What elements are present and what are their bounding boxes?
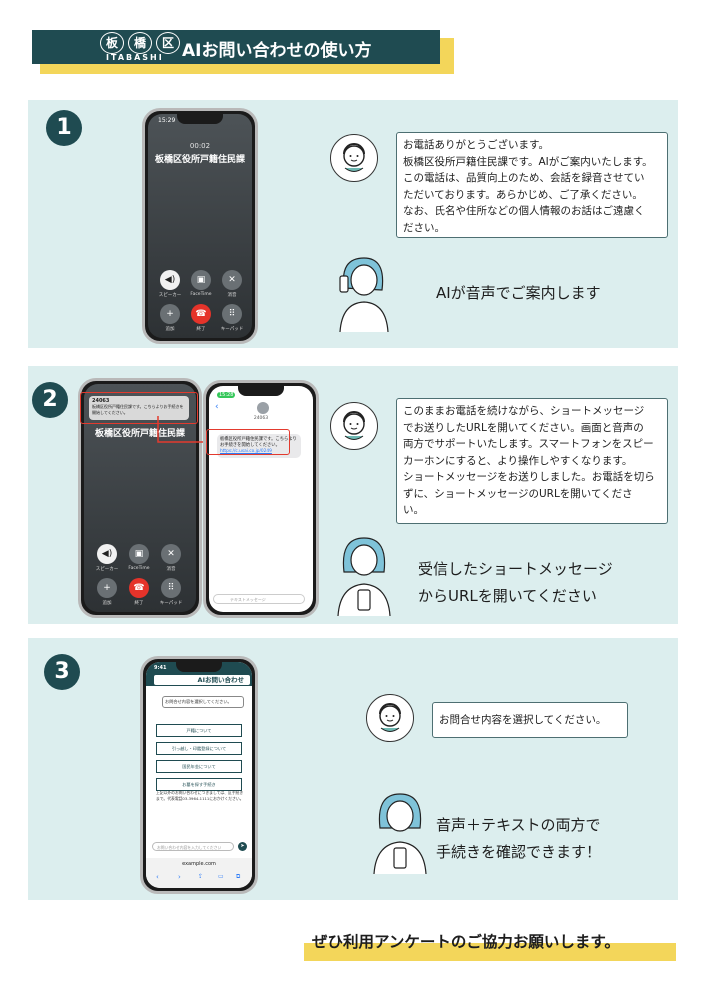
mute-icon[interactable]: ✕ <box>161 544 181 564</box>
end-call-icon[interactable]: ☎ <box>129 578 149 598</box>
facetime-icon[interactable]: ▣ <box>129 544 149 564</box>
option-button[interactable]: お墓を探す手続き <box>156 778 242 791</box>
chat-input[interactable]: お問い合わせ内容を入力してください <box>152 842 234 851</box>
tabs-icon[interactable]: ⧉ <box>236 873 241 880</box>
step-2-caption: 受信したショートメッセージからURLを開いてください <box>418 560 613 605</box>
call-screen: 15:29 00:02 板橋区役所戸籍住民課 ◀) ▣ ✕ スピーカー Face… <box>148 114 252 338</box>
step-3-ai-message: お問合せ内容を選択してください。 <box>432 702 628 738</box>
option-button[interactable]: 戸籍について <box>156 724 242 737</box>
step-3-caption: 音声＋テキストの両方で手続きを確認できます！ <box>436 816 602 861</box>
mute-icon[interactable]: ✕ <box>222 270 242 290</box>
step-3-section <box>28 638 678 900</box>
facetime-icon[interactable]: ▣ <box>191 270 211 290</box>
speaker-icon[interactable]: ◀) <box>160 270 180 290</box>
highlight-connector <box>157 416 208 443</box>
woman-holding-phone-icon <box>366 786 436 874</box>
step-1-caption: AIが音声でご案内します <box>436 284 601 302</box>
note-text: 上記以外のお問い合わせにつきましては、区手続きまで。代表電話03-3964-11… <box>156 790 244 801</box>
footer-accent <box>304 943 676 961</box>
step-1-call-phone: 15:29 00:02 板橋区役所戸籍住民課 ◀) ▣ ✕ スピーカー Face… <box>142 108 258 344</box>
send-icon[interactable]: ➤ <box>238 842 247 851</box>
step-2-call-phone: 24063 板橋区役所戸籍住民課です。こちらよりお手続きを開始してください。 板… <box>78 378 202 618</box>
share-icon[interactable]: ⇪ <box>198 873 204 880</box>
step-3-web-phone: 9:41 AIお問い合わせ お問合せ内容を選択してください。 戸籍について 引っ… <box>140 656 258 894</box>
app-title: AIお問い合わせ <box>154 675 250 685</box>
caller-name: 板橋区役所戸籍住民課 <box>154 155 245 165</box>
add-call-icon[interactable]: + <box>160 304 180 324</box>
itabashi-logo: 板 橋 区 ITABASHI <box>44 32 180 62</box>
operator-avatar-icon <box>330 134 378 182</box>
sms-highlight <box>206 429 290 455</box>
step-1-ai-message: お電話ありがとうございます。板橋区役所戸籍住民課です。AIがご案内いたします。こ… <box>396 132 668 238</box>
option-button[interactable]: 国民年金について <box>156 760 242 773</box>
bookmarks-icon[interactable]: ▭ <box>218 873 224 880</box>
step-2-ai-message: このままお電話を続けながら、ショートメッセージでお送りしたURLを開いてください… <box>396 398 668 524</box>
survey-request: ぜひ利用アンケートのご協力お願いします。 <box>312 933 620 951</box>
step-3-number: 3 <box>44 654 80 690</box>
woman-holding-phone-icon <box>328 530 398 616</box>
page-title: AIお問い合わせの使い方 <box>182 41 372 61</box>
speaker-icon[interactable]: ◀) <box>97 544 117 564</box>
back-icon[interactable]: ‹ <box>215 402 219 412</box>
sms-notification[interactable]: 24063 板橋区役所戸籍住民課です。こちらよりお手続きを開始してください。 <box>89 396 189 420</box>
operator-avatar-icon <box>366 694 414 742</box>
url-bar[interactable]: example.com <box>182 861 216 867</box>
browser-forward-icon[interactable]: › <box>178 873 181 881</box>
step-1-number: 1 <box>46 110 82 146</box>
sms-link[interactable]: https://c.usai.co.jp/0249 <box>220 449 272 454</box>
browser-back-icon[interactable]: ‹ <box>156 873 159 881</box>
end-call-icon[interactable]: ☎ <box>191 304 211 324</box>
notification-highlight <box>80 392 198 424</box>
step-2-sms-phone: 15:28 ‹ 24063 板橋区役所戸籍住民課です。こちらよりお手続きを開始し… <box>203 380 319 618</box>
contact-avatar <box>257 402 269 414</box>
bot-prompt: お問合せ内容を選択してください。 <box>162 696 244 708</box>
keypad-icon[interactable]: ⠿ <box>161 578 181 598</box>
operator-avatar-icon <box>330 402 378 450</box>
add-call-icon[interactable]: + <box>97 578 117 598</box>
option-button[interactable]: 引っ越し・印鑑登録について <box>156 742 242 755</box>
message-input[interactable]: テキストメッセージ <box>213 594 305 604</box>
woman-on-phone-icon <box>326 248 396 332</box>
keypad-icon[interactable]: ⠿ <box>222 304 242 324</box>
step-2-number: 2 <box>32 382 68 418</box>
